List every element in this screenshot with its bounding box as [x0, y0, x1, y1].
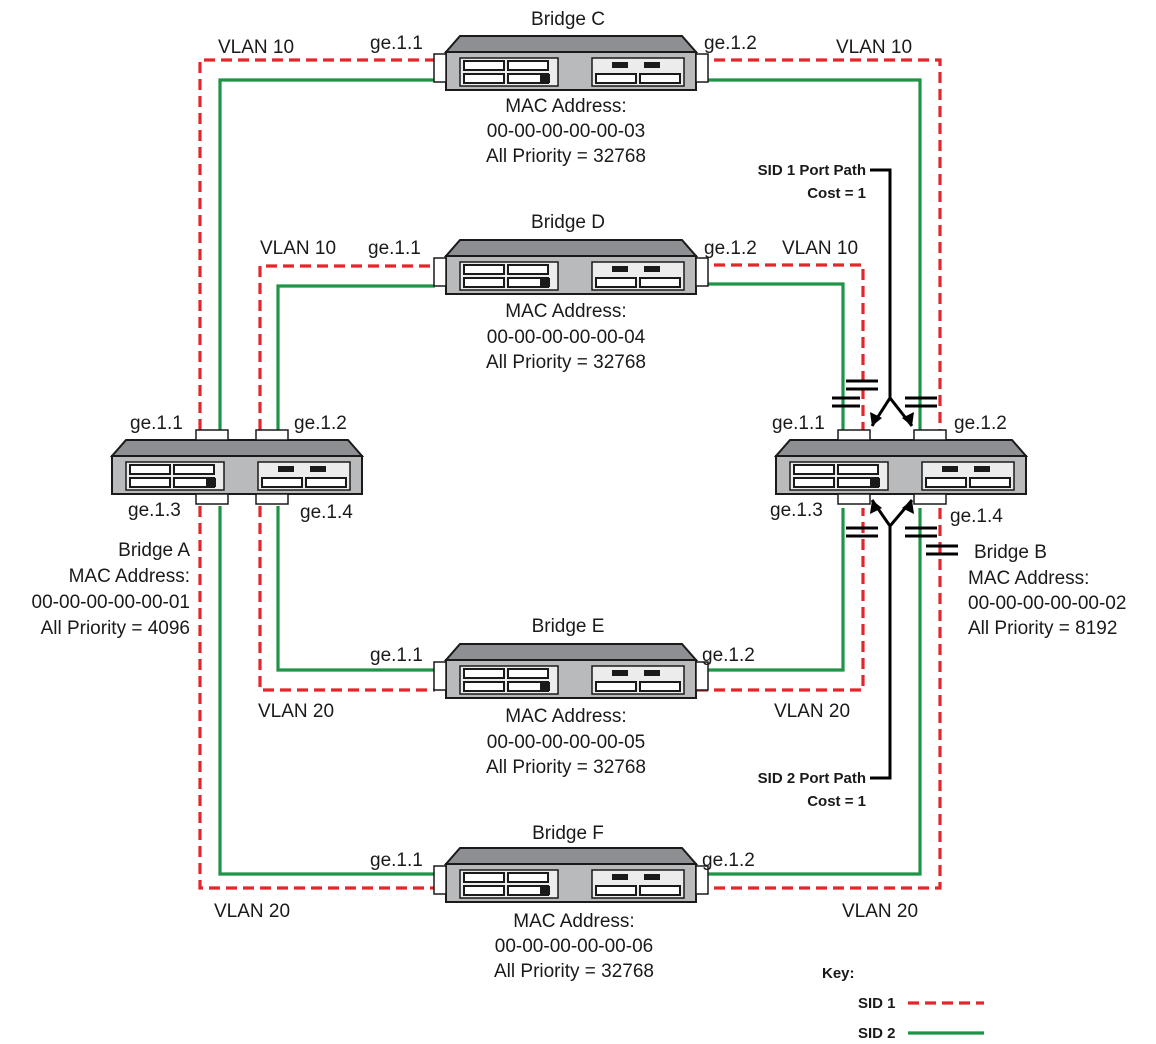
bridge-d-mac-label: MAC Address: [505, 301, 626, 322]
link-f-b-sid1 [697, 508, 940, 888]
link-d-b-sid2 [697, 284, 843, 430]
bridge-c-mac-label: MAC Address: [505, 96, 626, 117]
bridge-f-mac-address: 00-00-00-00-00-06 [495, 936, 653, 957]
bridge-d-port-label: ge.1.1 [368, 238, 421, 259]
bridge-a-port-label: ge.1.2 [294, 413, 347, 434]
vlan-label: VLAN 10 [218, 37, 294, 58]
bridge-e-port-label: ge.1.2 [702, 645, 755, 666]
bridge-d-priority: All Priority = 32768 [486, 352, 646, 373]
bridge-d-port-ge-1-1 [434, 258, 446, 286]
bridge-a-priority: All Priority = 4096 [41, 618, 190, 639]
bridge-e-switch-icon [434, 644, 708, 698]
bridge-c-port-label: ge.1.2 [704, 33, 757, 54]
bridge-c-name: Bridge C [531, 9, 605, 30]
bridge-f-name: Bridge F [532, 823, 604, 844]
sid2-port-path-label: SID 2 Port Path [758, 770, 866, 787]
bridge-e-mac-label: MAC Address: [505, 706, 626, 727]
sid2-port-path-arrow [870, 500, 914, 778]
sid1-port-path-label: SID 1 Port Path [758, 162, 866, 179]
bridge-f-port-ge-1-1 [434, 866, 446, 894]
bridge-e-port-ge-1-2 [696, 662, 708, 690]
bridge-f-priority: All Priority = 32768 [494, 961, 654, 982]
sid1-cost-label: Cost = 1 [807, 185, 866, 202]
bridge-b-mac-address: 00-00-00-00-00-02 [968, 593, 1126, 614]
bridge-c-port-ge-1-2 [696, 54, 708, 82]
bridge-f-switch-icon [434, 848, 708, 902]
bridge-d-port-ge-1-2 [696, 258, 708, 286]
bridge-a-port-ge-1-1 [196, 430, 228, 440]
bridge-d-mac-address: 00-00-00-00-00-04 [487, 327, 646, 348]
bridge-a-mac-label: MAC Address: [69, 566, 190, 587]
bridge-f-port-label: ge.1.2 [702, 850, 755, 871]
bridge-b-port-label: ge.1.4 [950, 506, 1003, 527]
bridge-b-port-ge-1-4 [914, 494, 946, 504]
bridge-a-mac-address: 00-00-00-00-00-01 [32, 592, 190, 613]
bridge-a-port-label: ge.1.1 [130, 413, 183, 434]
legend-sid1-label: SID 1 [858, 995, 896, 1012]
bridge-c-switch-icon [434, 36, 708, 90]
legend-sid2-label: SID 2 [858, 1025, 896, 1042]
legend: Key: SID 1 SID 2 [822, 965, 984, 1042]
bridge-e-priority: All Priority = 32768 [486, 757, 646, 778]
bridge-d-switch-icon [434, 240, 708, 294]
vlan-label: VLAN 10 [836, 37, 912, 58]
vlan-label: VLAN 20 [842, 901, 918, 922]
bridge-a-port-ge-1-2 [256, 430, 288, 440]
vlan-label: VLAN 20 [774, 701, 850, 722]
bridge-b-priority: All Priority = 8192 [968, 618, 1117, 639]
bridge-a-name: Bridge A [118, 540, 190, 561]
bridge-b-name: Bridge B [974, 542, 1047, 563]
bridge-f-port-label: ge.1.1 [370, 850, 423, 871]
bridge-c-port-label: ge.1.1 [370, 33, 423, 54]
bridge-b-port-label: ge.1.1 [772, 413, 825, 434]
vlan-label: VLAN 20 [258, 701, 334, 722]
vlan-label: VLAN 20 [214, 901, 290, 922]
legend-title: Key: [822, 965, 855, 982]
bridge-a-switch-icon [112, 430, 362, 504]
bridge-b-port-ge-1-3 [838, 494, 870, 504]
bridge-c-mac-address: 00-00-00-00-00-03 [487, 121, 645, 142]
sid2-cost-label: Cost = 1 [807, 793, 866, 810]
bridge-e-name: Bridge E [532, 616, 605, 637]
bridge-d-port-label: ge.1.2 [704, 238, 757, 259]
bridge-e-mac-address: 00-00-00-00-00-05 [487, 732, 645, 753]
bridge-f-mac-label: MAC Address: [513, 911, 634, 932]
bridge-b-mac-label: MAC Address: [968, 568, 1089, 589]
bridge-b-port-label: ge.1.2 [954, 413, 1007, 434]
bridge-a-port-ge-1-4 [256, 494, 288, 504]
bridge-a-port-label: ge.1.3 [128, 500, 181, 521]
bridge-e-port-ge-1-1 [434, 662, 446, 690]
bridge-d-name: Bridge D [531, 212, 605, 233]
bridge-e-port-label: ge.1.1 [370, 645, 423, 666]
vlan-label: VLAN 10 [782, 238, 858, 259]
link-a-f-sid1 [200, 506, 435, 888]
bridge-b-port-ge-1-2 [914, 430, 946, 440]
bridge-b-switch-icon [776, 430, 1026, 504]
bridge-b-port-ge-1-1 [838, 430, 870, 440]
bridge-a-port-label: ge.1.4 [300, 502, 353, 523]
bridge-c-priority: All Priority = 32768 [486, 146, 646, 167]
link-a-d-sid2 [278, 286, 435, 430]
link-a-d-sid1 [260, 266, 435, 430]
bridge-c-port-ge-1-1 [434, 54, 446, 82]
bridge-a-port-ge-1-3 [196, 494, 228, 504]
vlan-label: VLAN 10 [260, 238, 336, 259]
bridge-b-port-label: ge.1.3 [770, 500, 823, 521]
